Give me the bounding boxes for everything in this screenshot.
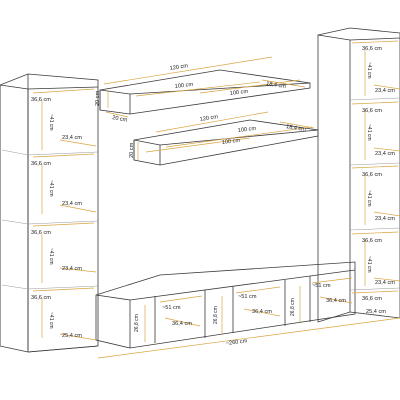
left-cab-width-2: 23,4 cm	[62, 201, 82, 207]
tv-comp1-height: 26,8 cm	[134, 314, 140, 332]
right-cab-width-5: 25,4 cm	[366, 309, 386, 315]
right-cab-depth-4: 36,6 cm	[362, 238, 382, 244]
left-cab-width-4: 25,4 cm	[62, 333, 82, 339]
tv-comp1-width: ~51 cm	[162, 305, 181, 311]
tv-comp2-width: ~51 cm	[238, 294, 257, 300]
right-cab-height-4: ~41 cm	[366, 256, 372, 273]
right-cab-width-2: 23,4 cm	[375, 151, 395, 157]
left-cab-depth-1: 36,6 cm	[31, 97, 51, 103]
left-cab-height-3: ~41 cm	[48, 248, 54, 265]
dimension-labels: 120 cm 100 cm 100 cm 18,4 cm 20 cm 20 cm…	[31, 46, 395, 347]
right-tall-cabinet	[317, 27, 400, 323]
right-cab-depth-1: 36,6 cm	[362, 46, 382, 52]
dimension-lines	[32, 40, 400, 359]
tv-comp3-depth: 36,4 cm	[326, 298, 346, 304]
upper-shelf-width-label: 120 cm	[169, 63, 188, 72]
right-cab-depth-5: 36,6 cm	[362, 296, 382, 302]
upper-floating-shelf	[99, 69, 311, 115]
lower-shelf-width-label: 120 cm	[199, 114, 218, 123]
upper-shelf-depth-right-label: 18,4 cm	[266, 81, 287, 90]
tv-comp3-width: ~51 cm	[312, 283, 331, 289]
left-cab-depth-4: 36,6 cm	[31, 295, 51, 301]
left-cab-width-3: 23,4 cm	[62, 266, 82, 272]
left-cab-width-1: 23,4 cm	[62, 135, 82, 141]
tv-comp3-height: 26,8 cm	[290, 298, 296, 316]
lower-shelf-inner-low-label: 100 cm	[222, 138, 241, 146]
upper-shelf-inner-left-label: 100 cm	[175, 82, 194, 90]
right-cabinet-outline	[317, 27, 400, 323]
left-cab-depth-3: 36,6 cm	[31, 230, 51, 236]
right-cab-height-1: ~41 cm	[366, 62, 372, 79]
tv-comp1-depth: 36,4 cm	[172, 321, 192, 327]
right-cab-depth-2: 36,6 cm	[362, 108, 382, 114]
upper-shelf-height-label: 20 cm	[95, 90, 101, 106]
total-width-label: ~260 cm	[226, 338, 249, 347]
left-cab-height-2: ~41 cm	[48, 180, 54, 197]
right-cab-depth-3: 36,6 cm	[362, 172, 382, 178]
tv-comp2-depth: 36,4 cm	[252, 309, 272, 315]
lower-shelf-height-label: 20 cm	[129, 142, 135, 158]
right-cab-height-3: ~41 cm	[366, 190, 372, 207]
lower-shelf-inner-top-label: 100 cm	[238, 126, 257, 134]
tv-stand	[95, 261, 356, 349]
right-cab-height-2: ~41 cm	[366, 124, 372, 141]
upper-shelf-inner-right-label: 100 cm	[230, 89, 249, 97]
left-tall-cabinet	[0, 73, 99, 353]
right-cab-width-1: 23,4 cm	[375, 88, 395, 94]
right-cab-width-4: 23,4 cm	[375, 280, 395, 286]
right-cab-width-3: 23,4 cm	[375, 216, 395, 222]
tv-comp2-height: 26,8 cm	[213, 306, 219, 324]
left-cab-depth-2: 36,6 cm	[31, 161, 51, 167]
upper-shelf-depth-left-label: 20 cm	[112, 115, 128, 124]
left-cab-height-1: ~41 cm	[48, 114, 54, 131]
left-cab-height-4: ~41 cm	[48, 312, 54, 329]
lower-shelf-depth-right-label: 18,4 cm	[286, 124, 307, 133]
